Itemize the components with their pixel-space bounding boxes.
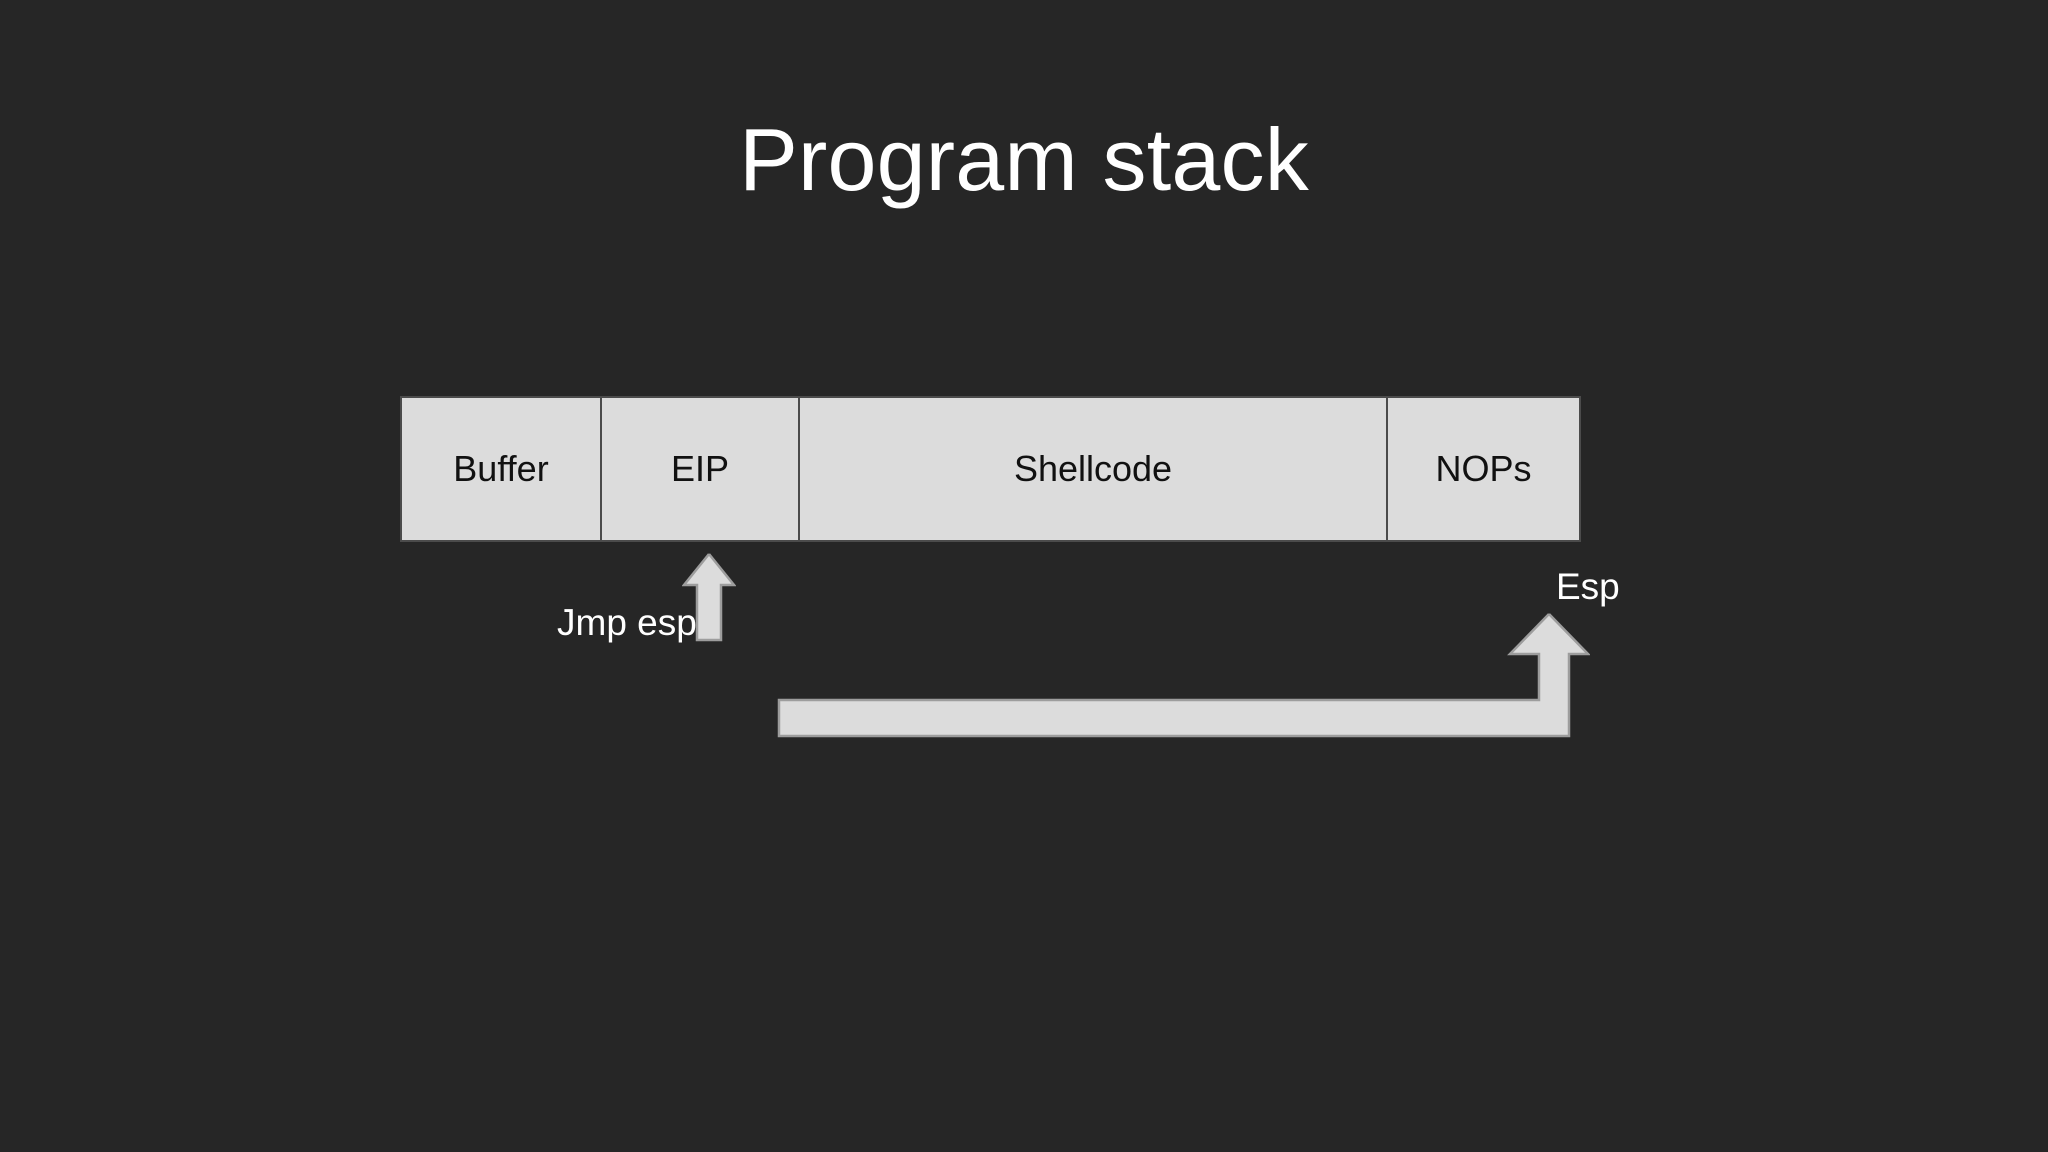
up-arrow-icon — [681, 552, 737, 642]
jmp-esp-label: Jmp esp — [557, 602, 697, 643]
stack-cell-buffer-label: Buffer — [453, 448, 549, 489]
stack-cell-eip-label: EIP — [670, 448, 730, 489]
page-title: Program stack — [739, 110, 1309, 209]
stack-cell-shellcode: Shellcode — [798, 396, 1388, 542]
stack-cell-nops-label: NOPs — [1435, 448, 1532, 489]
stack-cell-eip: EIP — [600, 396, 800, 542]
program-stack-row: Buffer EIP Shellcode NOPs — [400, 396, 1581, 542]
esp-label: Esp — [1556, 566, 1620, 607]
stack-cell-nops: NOPs — [1386, 396, 1581, 542]
stack-cell-buffer: Buffer — [400, 396, 602, 542]
stack-cell-shellcode-label: Shellcode — [1013, 448, 1173, 489]
elbow-up-arrow-icon — [770, 612, 1591, 738]
